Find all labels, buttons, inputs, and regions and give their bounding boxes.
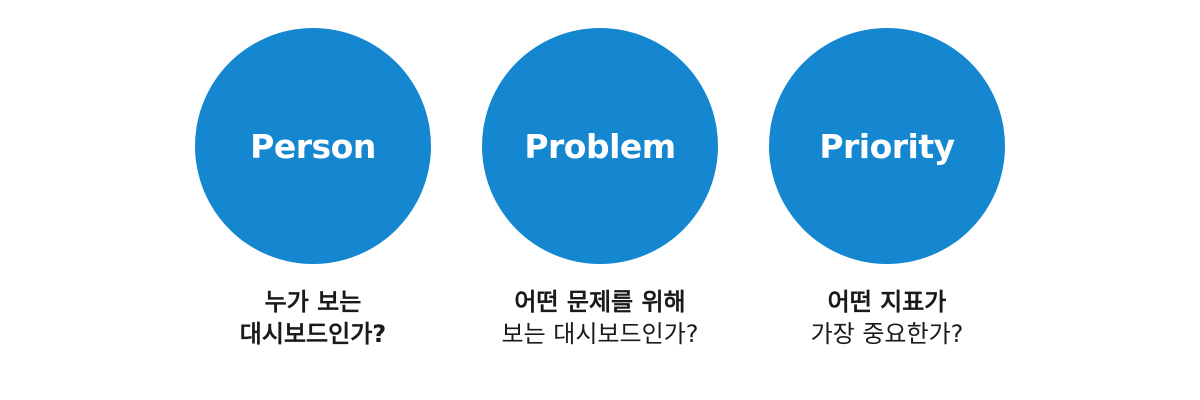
priority-circle-label: Priority bbox=[819, 126, 955, 166]
person-circle-label: Person bbox=[250, 126, 376, 166]
person-caption-line2: 대시보드인가? bbox=[239, 320, 387, 348]
problem-caption-line2: 보는 대시보드인가? bbox=[501, 320, 699, 348]
priority-caption-line2: 가장 중요한가? bbox=[810, 320, 964, 348]
person-caption-line1: 누가 보는 bbox=[264, 288, 362, 316]
priority-caption: 어떤 지표가 가장 중요한가? bbox=[811, 286, 964, 350]
problem-circle-label: Problem bbox=[524, 126, 676, 166]
priority-circle: Priority bbox=[769, 28, 1005, 264]
person-item: Person 누가 보는 대시보드인가? bbox=[163, 28, 463, 350]
person-circle: Person bbox=[195, 28, 431, 264]
problem-caption: 어떤 문제를 위해 보는 대시보드인가? bbox=[501, 286, 698, 350]
problem-circle: Problem bbox=[482, 28, 718, 264]
problem-item: Problem 어떤 문제를 위해 보는 대시보드인가? bbox=[450, 28, 750, 350]
priority-caption-line1: 어떤 지표가 bbox=[827, 288, 947, 316]
priority-item: Priority 어떤 지표가 가장 중요한가? bbox=[737, 28, 1037, 350]
person-caption: 누가 보는 대시보드인가? bbox=[240, 286, 386, 350]
problem-caption-line1: 어떤 문제를 위해 bbox=[514, 288, 686, 316]
